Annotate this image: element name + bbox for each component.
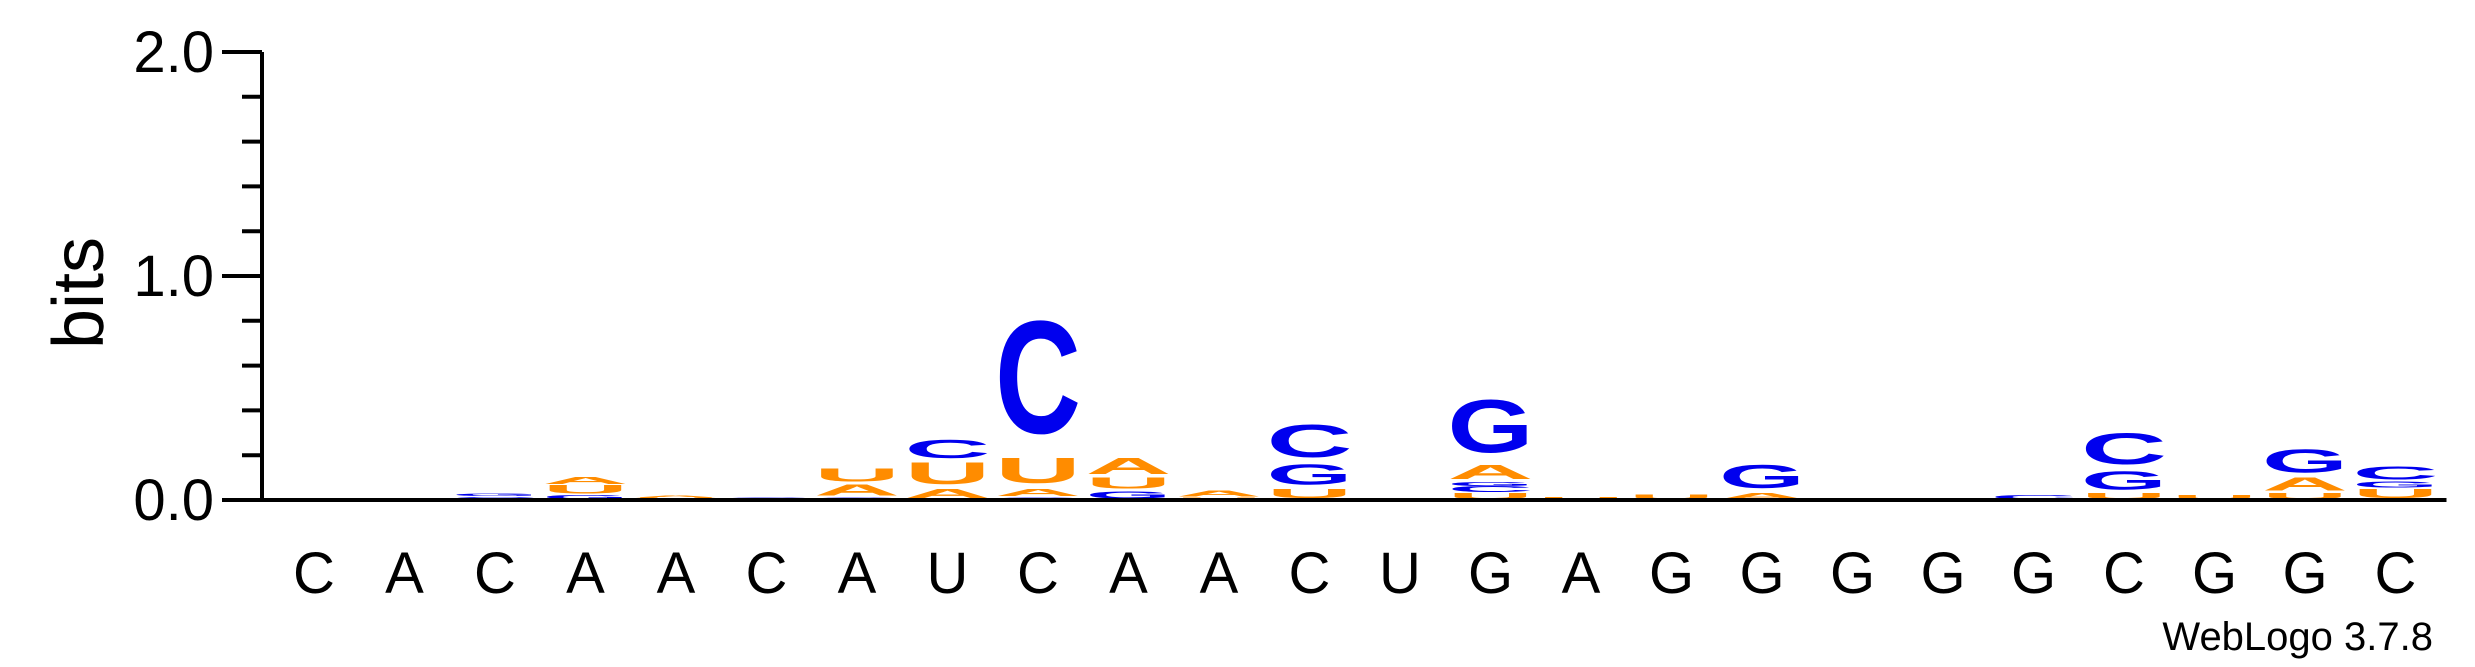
- glyph-G: G: [1267, 459, 1353, 491]
- glyph-C: C: [2353, 463, 2439, 483]
- x-tick-label: C: [474, 541, 516, 606]
- weblogo-credit: WebLogo 3.7.8: [2162, 615, 2433, 659]
- x-tick-label: U: [1379, 541, 1421, 606]
- glyph-U: U: [1629, 493, 1715, 500]
- x-tick-label: G: [2192, 541, 2237, 606]
- glyph-U: U: [2353, 486, 2439, 501]
- y-tick-label: 0.0: [133, 468, 214, 533]
- x-tick-label: A: [838, 541, 877, 606]
- x-tick-label: G: [1920, 541, 1965, 606]
- glyph-U: U: [1086, 475, 1172, 492]
- glyph-C: C: [1448, 485, 1534, 494]
- glyph-U: U: [543, 483, 629, 496]
- y-tick-label: 1.0: [133, 244, 214, 309]
- x-tick-label: C: [293, 541, 335, 606]
- glyph-A: A: [2262, 474, 2348, 494]
- glyph-U: U: [2172, 495, 2258, 501]
- glyph-G: G: [1448, 385, 1534, 469]
- x-tick-label: A: [566, 541, 605, 606]
- glyph-U: U: [814, 465, 900, 485]
- glyph-U: U: [2081, 492, 2167, 501]
- x-tick-label: G: [1739, 541, 1784, 606]
- x-tick-label: A: [1109, 541, 1148, 606]
- x-tick-label: C: [2375, 541, 2417, 606]
- glyph-G: G: [1448, 481, 1534, 487]
- y-axis: 0.0 1.0 2.0: [133, 20, 264, 533]
- glyph-A: A: [814, 481, 900, 498]
- x-tick-label: C: [746, 541, 788, 606]
- glyph-U: U: [905, 456, 991, 491]
- glyph-A: A: [633, 495, 719, 498]
- glyph-A: A: [1086, 453, 1172, 479]
- glyph-A: A: [543, 474, 629, 486]
- glyph-A: A: [1719, 492, 1805, 501]
- x-tick-label: U: [927, 541, 969, 606]
- glyph-G: G: [2353, 481, 2439, 490]
- glyph-A: A: [1448, 460, 1534, 483]
- glyph-G: G: [1086, 489, 1172, 501]
- x-tick-label: G: [2282, 541, 2327, 606]
- glyph-G: G: [1719, 458, 1805, 496]
- glyph-A: A: [995, 487, 1081, 499]
- x-tick-label: A: [657, 541, 696, 606]
- glyph-C: C: [1991, 495, 2077, 501]
- glyph-A: A: [905, 486, 991, 501]
- glyph-C: C: [905, 435, 991, 464]
- y-tick-label: 2.0: [133, 20, 214, 85]
- glyph-G: G: [543, 494, 629, 500]
- glyph-G: G: [452, 493, 538, 497]
- glyph-C: C: [995, 288, 1081, 468]
- glyph-G: G: [2262, 442, 2348, 480]
- glyph-C: C: [2081, 425, 2167, 474]
- x-tick-label: C: [2103, 541, 2145, 606]
- logo-glyphs: CGGUAUACGAUAUCGAUCGUAUAUGCUCGAGUUAGCUGCU…: [262, 288, 2447, 502]
- glyph-G: G: [2081, 466, 2167, 495]
- glyph-A: A: [1176, 490, 1262, 499]
- glyph-C: C: [1267, 415, 1353, 467]
- x-tick-label: G: [2011, 541, 2056, 606]
- glyph-U: U: [1267, 486, 1353, 501]
- glyph-U: U: [1448, 492, 1534, 501]
- x-tick-label: G: [1468, 541, 1513, 606]
- x-tick-label: C: [1289, 541, 1331, 606]
- x-tick-label: A: [385, 541, 424, 606]
- x-tick-label: A: [1200, 541, 1239, 606]
- x-tick-label: C: [1017, 541, 1059, 606]
- x-tick-label: A: [1562, 541, 1601, 606]
- glyph-U: U: [995, 450, 1081, 491]
- x-tick-label: G: [1830, 541, 1875, 606]
- x-tick-label: G: [1649, 541, 1694, 606]
- y-axis-label: bits: [39, 237, 119, 349]
- glyph-U: U: [2262, 492, 2348, 501]
